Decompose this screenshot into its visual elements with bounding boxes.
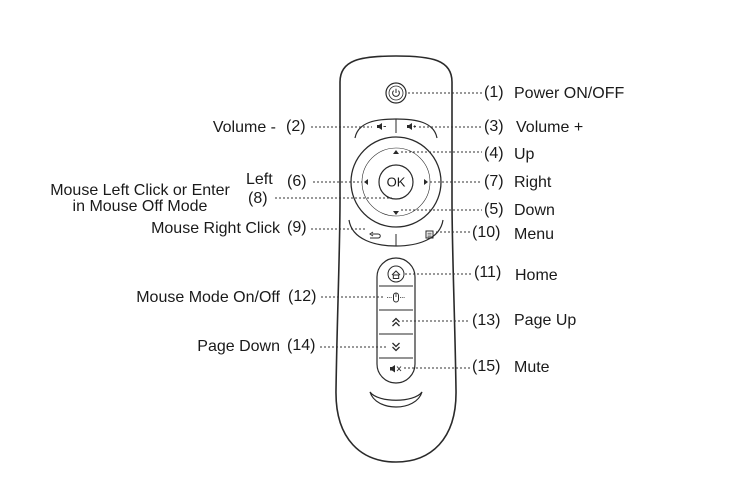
power-button[interactable] <box>385 82 407 104</box>
callout-12-number: (12) <box>288 288 317 305</box>
mouse-icon <box>387 292 405 303</box>
callout-8-label-line1: Mouse Left Click or Enter <box>50 182 230 199</box>
down-button[interactable] <box>393 211 399 215</box>
callout-7-number: (7) <box>484 173 504 190</box>
callout-5-label: Down <box>514 202 555 219</box>
up-button[interactable] <box>393 150 399 154</box>
callout-1-label: Power ON/OFF <box>514 85 625 102</box>
callout-3-label: Volume + <box>516 119 584 136</box>
callout-8-label: Mouse Left Click or Enter in Mouse Off M… <box>30 183 250 215</box>
mute-button[interactable] <box>390 365 402 373</box>
volume-rocker <box>354 118 438 139</box>
page-down-icon <box>392 342 400 352</box>
menu-button[interactable] <box>425 230 434 239</box>
volume-down-button[interactable] <box>377 123 386 130</box>
home-button[interactable] <box>387 265 405 283</box>
page-down-button[interactable] <box>392 342 400 352</box>
back-icon <box>369 231 381 239</box>
power-icon <box>392 88 400 97</box>
callout-14-label: Page Down <box>197 338 280 355</box>
callout-13-label: Page Up <box>514 312 577 329</box>
lower-button-panel <box>376 257 416 384</box>
callout-1-number: (1) <box>484 84 504 101</box>
back-button[interactable] <box>369 231 381 239</box>
callout-4-label: Up <box>514 146 535 163</box>
callout-5-number: (5) <box>484 201 504 218</box>
callout-8-label-line2: in Mouse Off Mode <box>72 198 208 215</box>
arrow-down-icon <box>393 211 399 215</box>
volume-up-button[interactable] <box>407 123 416 130</box>
callout-15-label: Mute <box>514 359 550 376</box>
callout-11-number: (11) <box>474 264 502 281</box>
callout-2-number: (2) <box>286 118 306 135</box>
callout-10-label: Menu <box>514 226 555 243</box>
bottom-crescent <box>369 391 423 408</box>
right-button[interactable] <box>424 179 428 185</box>
callout-9-number: (9) <box>287 219 307 236</box>
ok-label: OK <box>387 175 406 190</box>
page-up-button[interactable] <box>392 317 400 327</box>
left-button[interactable] <box>364 179 368 185</box>
callout-15-number: (15) <box>472 358 501 375</box>
arrow-left-icon <box>364 179 368 185</box>
mouse-mode-button[interactable] <box>387 292 405 303</box>
volume-up-icon <box>407 123 416 130</box>
callout-12-label: Mouse Mode On/Off <box>136 289 280 306</box>
callout-9-label: Mouse Right Click <box>151 220 280 237</box>
volume-down-icon <box>377 123 386 130</box>
callout-4-number: (4) <box>484 145 504 162</box>
back-menu-rocker <box>348 219 444 247</box>
callout-13-number: (13) <box>472 312 501 329</box>
ok-button[interactable]: OK <box>378 164 414 200</box>
callout-6-number: (6) <box>287 173 307 190</box>
callout-3-number: (3) <box>484 118 504 135</box>
arrow-right-icon <box>424 179 428 185</box>
callout-2-label: Volume - <box>212 119 276 136</box>
callout-7-label: Right <box>514 174 552 191</box>
callout-11-label: Home <box>515 267 558 284</box>
callout-6-label: Left <box>246 171 273 188</box>
page-up-icon <box>392 317 400 327</box>
menu-icon <box>425 230 434 239</box>
callout-8-number: (8) <box>248 190 268 207</box>
mute-icon <box>390 365 402 373</box>
home-icon <box>391 270 401 279</box>
callout-14-number: (14) <box>287 337 316 354</box>
arrow-up-icon <box>393 150 399 154</box>
callout-10-number: (10) <box>472 224 501 241</box>
